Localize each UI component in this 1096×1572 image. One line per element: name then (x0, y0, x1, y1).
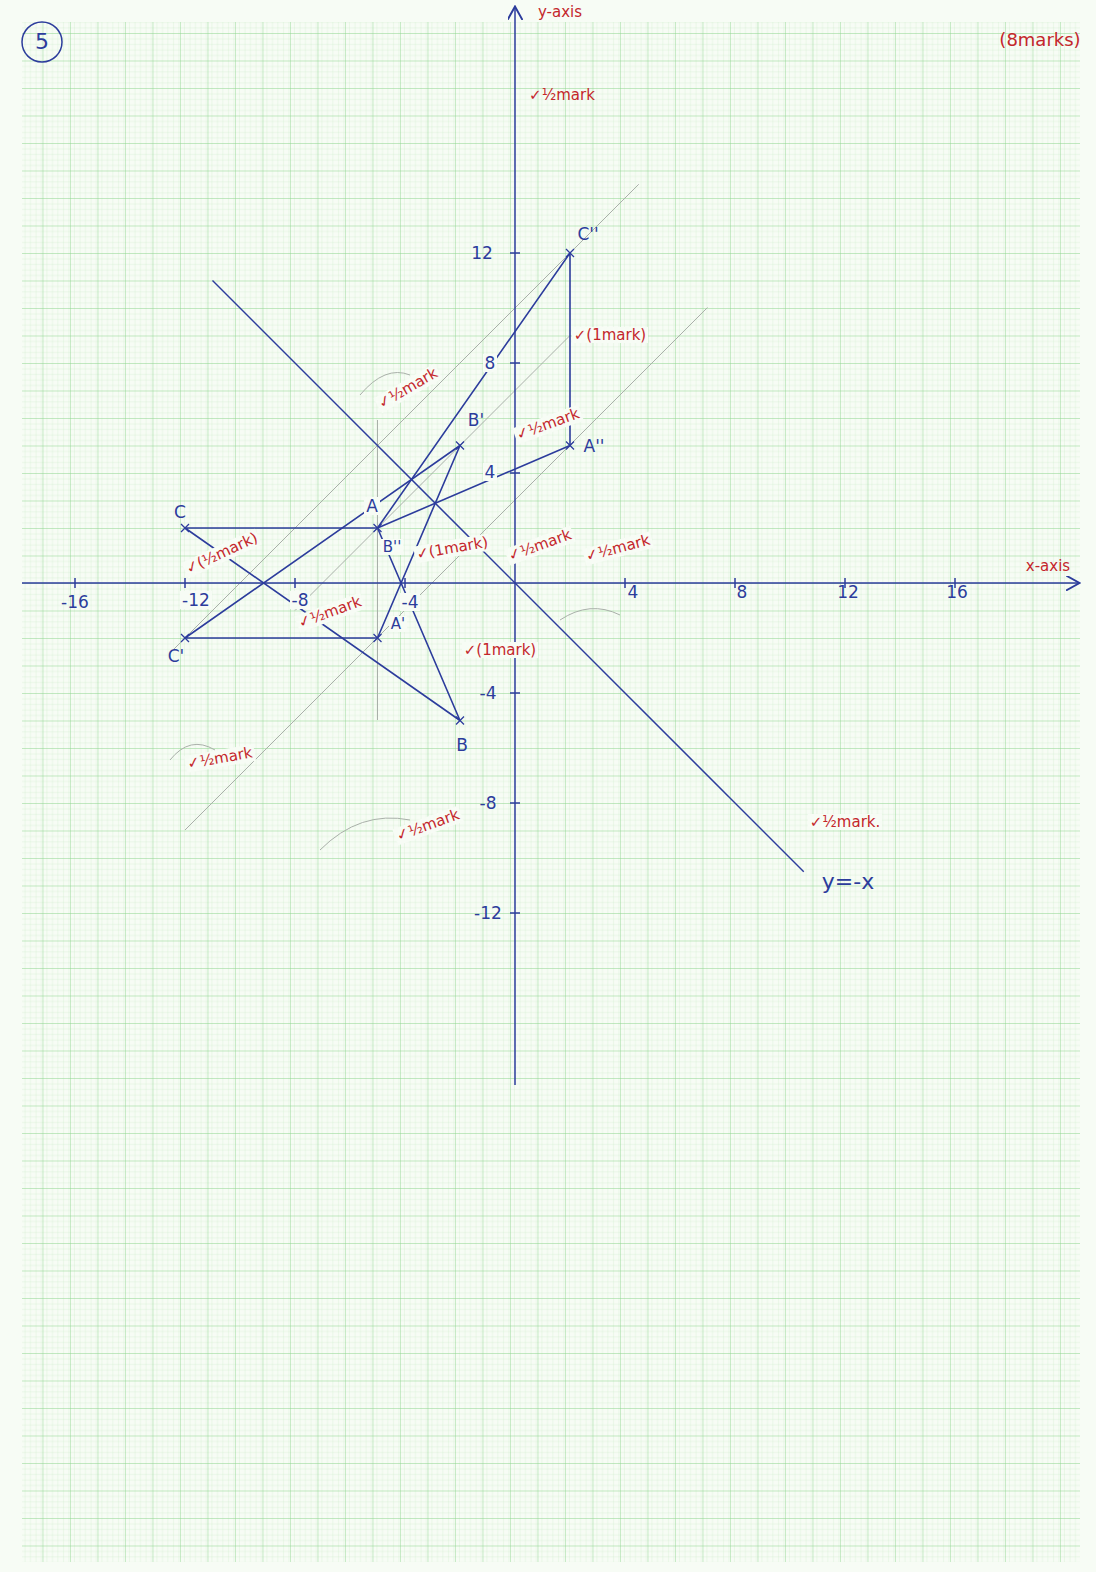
mark-note: ✓(1mark) (413, 533, 491, 563)
axis-title: y-axis (538, 4, 582, 21)
line-equation: y=-x (822, 870, 874, 894)
axis-number: 16 (946, 583, 968, 602)
mark-note: ✓½mark (392, 805, 463, 844)
mark-note: ✓½mark (374, 363, 443, 412)
axis-number: -12 (474, 904, 502, 923)
point-label: C'' (577, 225, 598, 244)
point-label: B' (468, 411, 484, 430)
point-label: C (174, 503, 186, 522)
axis-number: -8 (290, 591, 311, 610)
point-label: B (456, 736, 468, 755)
point-label: A'' (584, 437, 605, 456)
axis-number: -4 (480, 684, 497, 703)
axis-title: x-axis (1026, 558, 1070, 575)
mark-note: ✓½mark (512, 404, 583, 443)
point-label: C' (168, 647, 185, 666)
axis-number: -8 (480, 794, 497, 813)
point-label: A' (389, 616, 407, 633)
mark-note: ✓½mark (184, 744, 256, 772)
mark-note: ✓½mark (529, 87, 595, 104)
point-label: A (364, 497, 380, 516)
total-marks: (8marks) (999, 30, 1080, 50)
mark-note: ✓(½mark) (182, 528, 263, 577)
mark-note: ✓½mark. (808, 814, 883, 831)
mark-note: ✓½mark (504, 525, 575, 564)
axis-number: -16 (61, 593, 89, 612)
axis-number: 12 (471, 244, 493, 263)
mark-note: ✓(1mark) (462, 642, 538, 659)
axis-number: -12 (180, 591, 212, 610)
axis-number: 4 (483, 463, 498, 482)
axis-number: 4 (628, 583, 639, 602)
mark-note: ✓½mark (582, 531, 654, 565)
question-number: 5 (35, 30, 49, 54)
axis-number: 8 (483, 354, 498, 373)
axis-number: 8 (737, 583, 748, 602)
axis-number: -4 (400, 593, 421, 612)
mark-note: ✓(1mark) (572, 327, 648, 344)
point-label: B'' (381, 539, 404, 556)
axis-number: 12 (837, 583, 859, 602)
